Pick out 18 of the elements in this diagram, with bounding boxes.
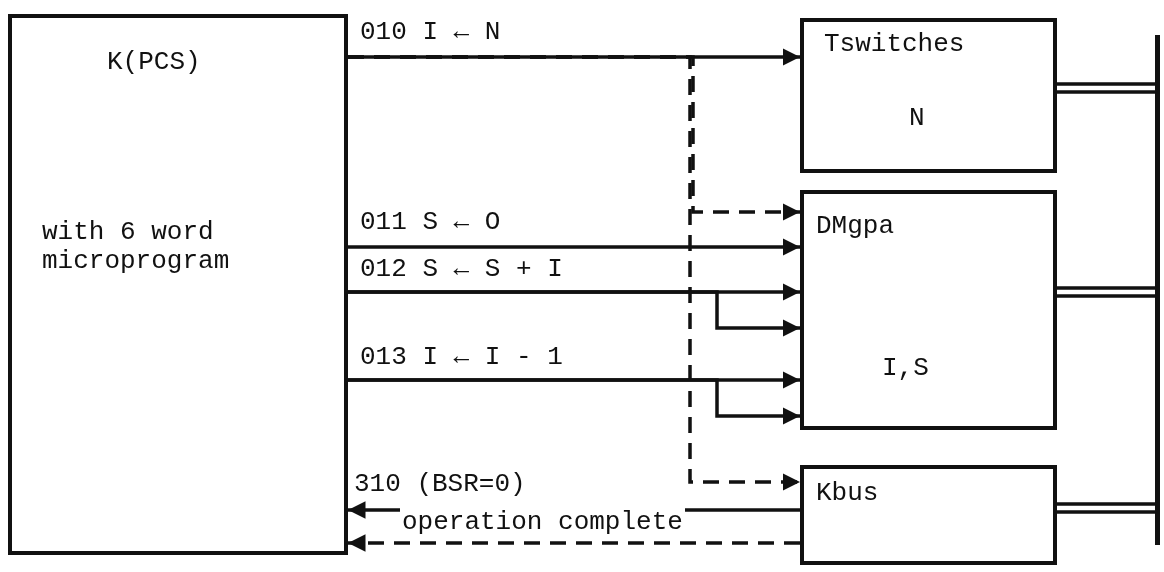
arrow bbox=[348, 378, 800, 425]
block-box bbox=[800, 190, 1057, 430]
block-title: Kbus bbox=[816, 479, 879, 508]
block-title: K(PCS) bbox=[107, 48, 201, 77]
block-title: DMgpa bbox=[816, 212, 894, 241]
arrow bbox=[348, 55, 800, 491]
arrow bbox=[348, 238, 800, 256]
block-box bbox=[800, 465, 1057, 565]
block-title: Tswitches bbox=[824, 30, 965, 59]
block-text: with 6 word microprogram bbox=[42, 218, 231, 276]
block-box bbox=[800, 18, 1057, 173]
arrow bbox=[348, 290, 800, 337]
block-text: N bbox=[909, 104, 925, 133]
arrow bbox=[348, 534, 800, 552]
edge-label: operation complete bbox=[400, 508, 685, 537]
block-text: I,S bbox=[882, 354, 929, 383]
block-box bbox=[8, 14, 348, 555]
bus-bar bbox=[1155, 35, 1160, 545]
